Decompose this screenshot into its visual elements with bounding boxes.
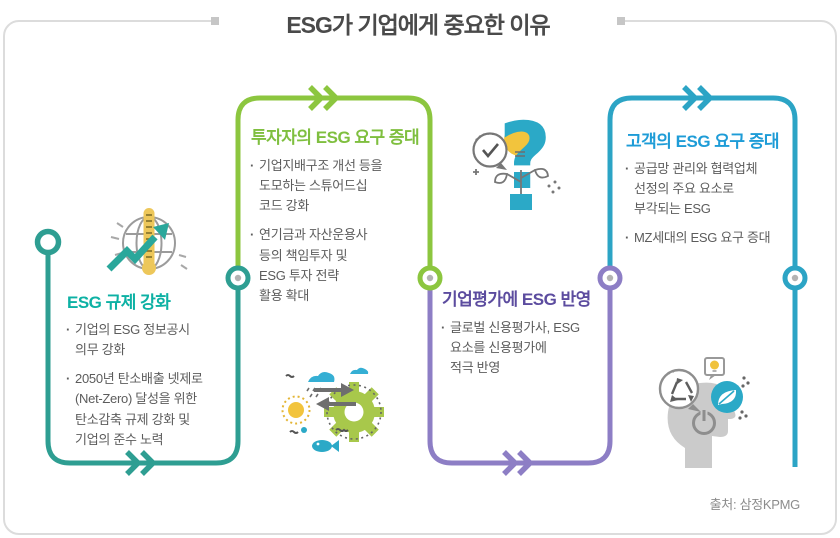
eco-process-gear-icon — [281, 367, 384, 452]
section-bullets-customer: · 공급망 관리와 협력업체 선정의 주요 요소로 부각되는 ESG · MZ세… — [625, 159, 811, 258]
node-2-dot — [426, 274, 434, 282]
arrow-chevrons-evaluation — [502, 450, 534, 476]
node-start — [34, 228, 62, 256]
list-item: · 기업지배구조 개선 등을 도모하는 스튜어드십 코드 강화 — [250, 156, 426, 216]
arrow-chevrons-regulation — [125, 450, 157, 476]
bullet-marker: · — [66, 371, 71, 387]
section-bullets-regulation: · 기업의 ESG 정보공시 의무 강화 · 2050년 탄소배출 넷제로 (N… — [66, 320, 242, 459]
bullet-text: 글로벌 신용평가사, ESG 요소를 신용평가에 적극 반영 — [450, 320, 580, 376]
title-background-patch — [219, 12, 617, 32]
svg-text:?: ? — [498, 108, 551, 210]
bullet-marker: · — [250, 227, 255, 243]
title-left-cap — [211, 17, 219, 25]
list-item: · 연기금과 자산운용사 등의 책임투자 및 ESG 투자 전략 활용 확대 — [250, 225, 426, 306]
path-segment-evaluation — [427, 278, 613, 466]
page-title: ESG가 기업에게 중요한 이유 — [286, 12, 550, 38]
list-item: · 공급망 관리와 협력업체 선정의 주요 요소로 부각되는 ESG — [625, 159, 811, 219]
section-heading-regulation: ESG 규제 강화 — [67, 293, 171, 312]
bullet-text: MZ세대의 ESG 요구 증대 — [634, 230, 771, 246]
arrow-chevrons-investor — [308, 85, 340, 111]
node-end-dot — [791, 274, 799, 282]
node-3-dot — [606, 274, 614, 282]
source-credit: 출처: 삼정KPMG — [709, 497, 801, 512]
section-bullets-investor: · 기업지배구조 개선 등을 도모하는 스튜어드십 코드 강화 · 연기금과 자… — [250, 156, 426, 315]
list-item: · 2050년 탄소배출 넷제로 (Net-Zero) 달성을 위한 탄소감축 … — [66, 369, 242, 450]
list-item: · 글로벌 신용평가사, ESG 요소를 신용평가에 적극 반영 — [441, 318, 617, 378]
section-heading-evaluation: 기업평가에 ESG 반영 — [442, 290, 591, 309]
flow-nodes — [34, 228, 808, 291]
title-right-cap — [617, 17, 625, 25]
globe-thermometer-trend-icon — [106, 208, 188, 275]
path-segment-customer — [607, 95, 798, 467]
section-heading-customer: 고객의 ESG 요구 증대 — [626, 132, 780, 151]
bullet-text: 2050년 탄소배출 넷제로 (Net-Zero) 달성을 위한 탄소감축 규제… — [75, 371, 203, 447]
bullet-marker: · — [66, 322, 71, 337]
bullet-marker: · — [625, 230, 630, 246]
node-1-dot — [234, 274, 242, 282]
section-heading-investor: 투자자의 ESG 요구 증대 — [251, 128, 420, 147]
eco-mindset-head-icon — [658, 357, 750, 468]
bullet-marker: · — [250, 158, 255, 173]
list-item: · 기업의 ESG 정보공시 의무 강화 — [66, 320, 242, 360]
bullet-text: 기업의 ESG 정보공시 의무 강화 — [75, 322, 190, 358]
list-item: · MZ세대의 ESG 요구 증대 — [625, 228, 811, 248]
section-bullets-evaluation: · 글로벌 신용평가사, ESG 요소를 신용평가에 적극 반영 — [441, 318, 617, 387]
bullet-marker: · — [441, 320, 446, 335]
bullet-text: 연기금과 자산운용사 등의 책임투자 및 ESG 투자 전략 활용 확대 — [259, 227, 368, 303]
arrow-chevrons-customer — [682, 85, 714, 111]
bullet-text: 공급망 관리와 협력업체 선정의 주요 요소로 부각되는 ESG — [634, 161, 758, 217]
path-segment-regulation — [45, 242, 241, 466]
bullet-text: 기업지배구조 개선 등을 도모하는 스튜어드십 코드 강화 — [259, 158, 383, 214]
bullet-marker: · — [625, 161, 630, 176]
question-bulb-icon: ? — [472, 108, 561, 210]
